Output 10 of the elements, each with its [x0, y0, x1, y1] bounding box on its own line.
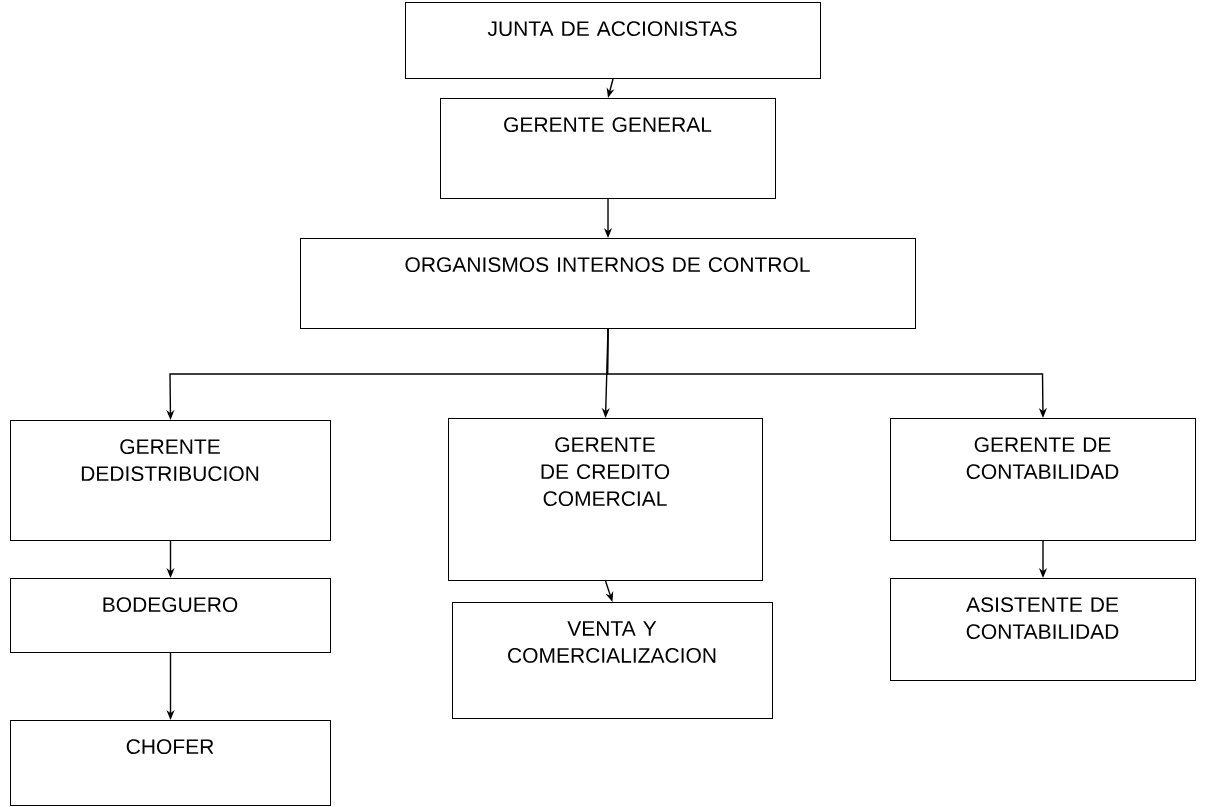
org-box: ORGANISMOS INTERNOS DE CONTROL	[300, 238, 916, 329]
org-box: GERENTE DEDISTRIBUCION	[10, 420, 331, 541]
org-box: GERENTE GENERAL	[440, 98, 776, 199]
org-box: CHOFER	[10, 720, 331, 806]
org-box: ASISTENTE DE CONTABILIDAD	[890, 578, 1196, 681]
org-box: BODEGUERO	[10, 578, 331, 653]
org-box: JUNTA DE ACCIONISTAS	[405, 2, 821, 79]
org-box: GERENTE DE CONTABILIDAD	[890, 418, 1196, 541]
org-box: VENTA Y COMERCIALIZACION	[452, 602, 773, 719]
org-box: GERENTE DE CREDITO COMERCIAL	[448, 418, 763, 581]
